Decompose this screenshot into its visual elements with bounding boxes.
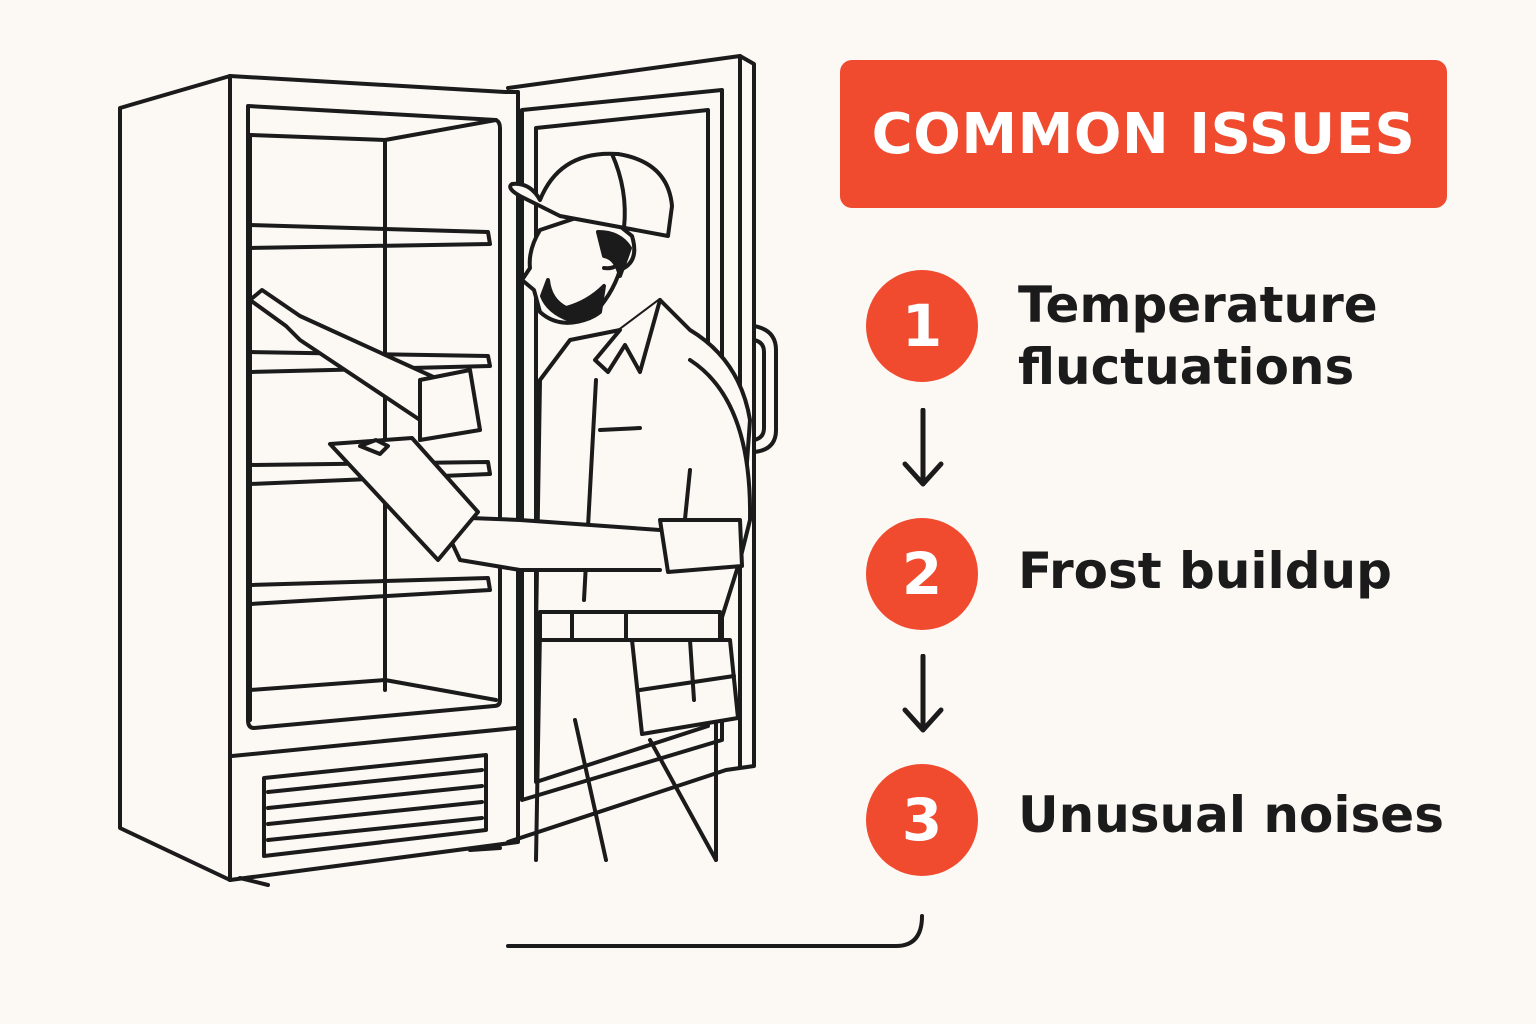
step-3-badge: 3 — [866, 764, 978, 876]
step-1-badge: 1 — [866, 270, 978, 382]
title-text: COMMON ISSUES — [871, 101, 1416, 167]
step-2-badge: 2 — [866, 518, 978, 630]
arrow-down-icon — [902, 654, 944, 733]
step-1-label-line-1: Temperature — [1018, 276, 1378, 334]
freezer-cabinet — [118, 74, 520, 887]
arrow-down-icon — [902, 408, 944, 487]
step-2-label: Frost buildup — [1018, 540, 1392, 602]
step-1-label-line-2: fluctuations — [1018, 338, 1355, 396]
step-2-number: 2 — [901, 540, 943, 608]
step-1-number: 1 — [901, 292, 943, 360]
step-3-label: Unusual noises — [1018, 784, 1444, 846]
technician — [248, 151, 753, 862]
title-banner: COMMON ISSUES — [840, 60, 1447, 208]
step-1-label: Temperature fluctuations — [1018, 274, 1378, 398]
step-3-number: 3 — [901, 786, 943, 854]
connector-line — [506, 914, 924, 948]
step-2-label-line-1: Frost buildup — [1018, 542, 1392, 600]
step-3-label-line-1: Unusual noises — [1018, 786, 1444, 844]
